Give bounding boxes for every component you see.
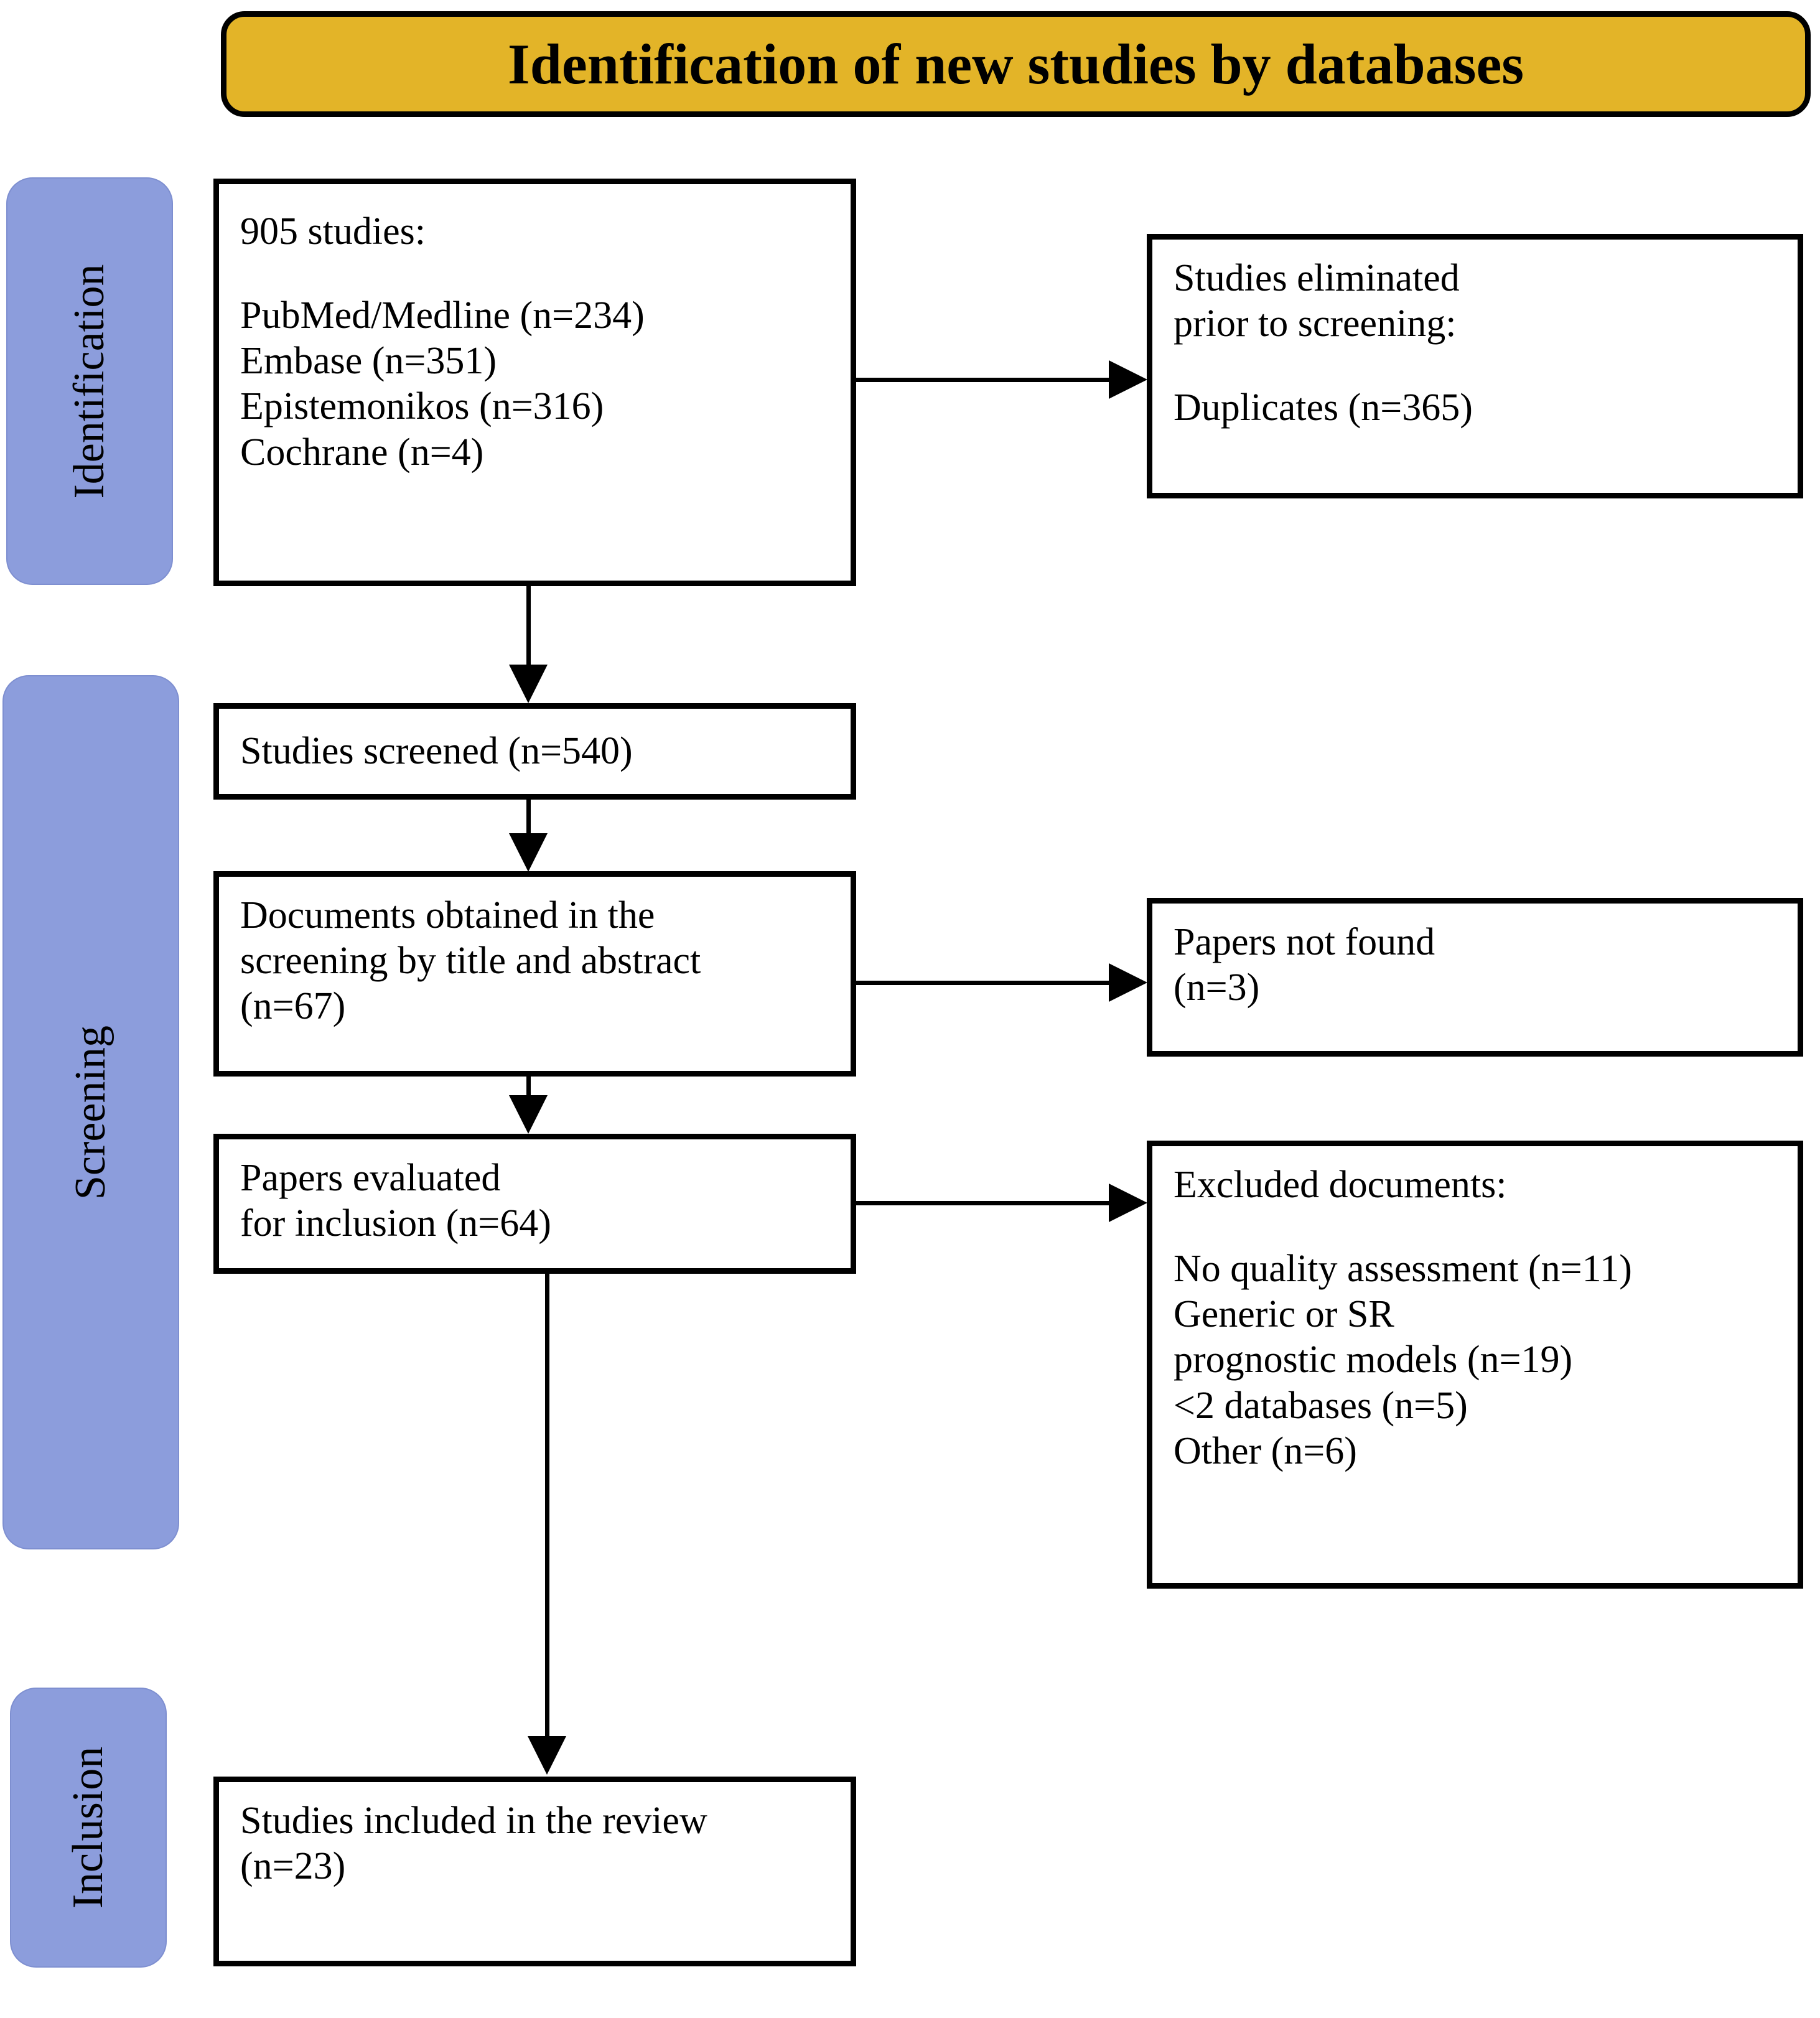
connector-line xyxy=(856,378,1109,382)
records-line-embase: Embase (n=351) xyxy=(240,340,497,383)
removed-line-spacer xyxy=(1174,347,1779,385)
connector-line xyxy=(545,1274,549,1737)
excluded-line-prognostic: prognostic models (n=19) xyxy=(1174,1338,1573,1381)
flow-box-records-identified: 905 studies: PubMed/Medline (n=234) Emba… xyxy=(213,179,856,586)
excluded-line-other: Other (n=6) xyxy=(1174,1429,1357,1472)
notfound-line-1: (n=3) xyxy=(1174,966,1260,1009)
connector-line xyxy=(526,1077,531,1096)
connector-line xyxy=(526,800,531,834)
arrow-right-icon xyxy=(1109,1184,1147,1222)
records-line-0: 905 studies: xyxy=(240,210,426,253)
obtained-line-1: screening by title and abstract xyxy=(240,940,701,983)
stage-band-screening: Screening xyxy=(2,675,179,1549)
arrow-down-icon xyxy=(528,1736,566,1775)
stage-label-identification: Identification xyxy=(65,263,113,499)
excluded-line-spacer xyxy=(1174,1208,1779,1246)
evaluated-line-1: for inclusion (n=64) xyxy=(240,1202,551,1245)
records-line-spacer xyxy=(240,255,832,293)
arrow-down-icon xyxy=(509,665,548,703)
excluded-line-0: Excluded documents: xyxy=(1174,1164,1507,1206)
removed-line-duplicates: Duplicates (n=365) xyxy=(1174,386,1473,429)
evaluated-line-0: Papers evaluated xyxy=(240,1157,501,1199)
arrow-down-icon xyxy=(509,833,548,872)
stage-band-inclusion: Inclusion xyxy=(10,1688,167,1968)
included-line-1: (n=23) xyxy=(240,1845,346,1888)
records-line-cochrane: Cochrane (n=4) xyxy=(240,431,484,474)
arrow-right-icon xyxy=(1109,963,1147,1002)
removed-line-1: prior to screening: xyxy=(1174,302,1457,345)
arrow-down-icon xyxy=(509,1095,548,1134)
connector-line xyxy=(856,1201,1109,1205)
stage-label-screening: Screening xyxy=(67,1025,114,1200)
notfound-line-0: Papers not found xyxy=(1174,921,1435,963)
included-line-0: Studies included in the review xyxy=(240,1800,707,1842)
excluded-line-no-quality: No quality assessment (n=11) xyxy=(1174,1248,1632,1291)
obtained-line-0: Documents obtained in the xyxy=(240,894,655,937)
diagram-title-banner: Identification of new studies by databas… xyxy=(221,11,1811,117)
flow-box-papers-evaluated: Papers evaluated for inclusion (n=64) xyxy=(213,1134,856,1274)
excluded-line-databases: <2 databases (n=5) xyxy=(1174,1384,1468,1427)
arrow-right-icon xyxy=(1109,360,1147,399)
excluded-line-generic-sr: Generic or SR xyxy=(1174,1293,1394,1336)
flow-box-studies-screened: Studies screened (n=540) xyxy=(213,703,856,800)
flow-box-papers-not-found: Papers not found (n=3) xyxy=(1147,898,1803,1057)
removed-line-0: Studies eliminated xyxy=(1174,257,1460,299)
page-title: Identification of new studies by databas… xyxy=(507,32,1524,96)
flow-box-studies-included: Studies included in the review (n=23) xyxy=(213,1777,856,1966)
stage-band-identification: Identification xyxy=(6,177,173,585)
records-line-epistemonikos: Epistemonikos (n=316) xyxy=(240,385,604,428)
flow-box-records-removed: Studies eliminated prior to screening: D… xyxy=(1147,234,1803,498)
connector-line xyxy=(856,981,1109,985)
flow-box-excluded-documents: Excluded documents: No quality assessmen… xyxy=(1147,1141,1803,1589)
screened-line-0: Studies screened (n=540) xyxy=(240,730,633,772)
connector-line xyxy=(526,586,531,666)
obtained-line-2: (n=67) xyxy=(240,985,346,1028)
records-line-pubmed: PubMed/Medline (n=234) xyxy=(240,294,645,337)
stage-label-inclusion: Inclusion xyxy=(64,1746,112,1909)
flow-box-documents-obtained: Documents obtained in the screening by t… xyxy=(213,871,856,1077)
